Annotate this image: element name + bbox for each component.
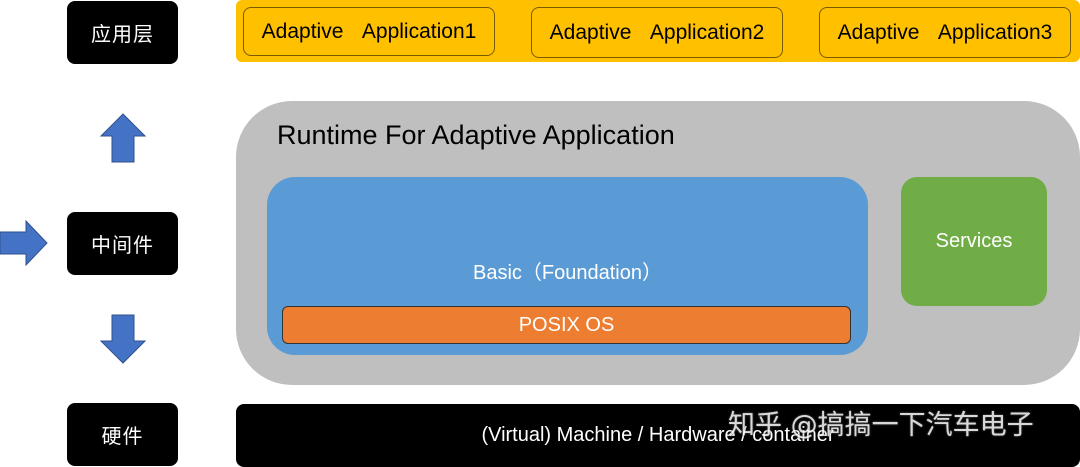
hardware-band: (Virtual) Machine / Hardware / container: [236, 404, 1080, 467]
runtime-title: Runtime For Adaptive Application: [277, 120, 675, 150]
posix-os-label: POSIX OS: [518, 313, 615, 336]
basic-foundation-label: Basic（Foundation）: [473, 262, 662, 284]
layer-label-middleware-text: 中间件: [91, 233, 154, 257]
services-block: Services: [901, 177, 1047, 306]
app-box-1: Adaptive Application1: [243, 7, 495, 56]
arrow-up-icon: [100, 113, 146, 163]
arrow-right-icon: [0, 220, 48, 266]
layer-label-hardware: 硬件: [67, 403, 178, 466]
layer-label-app-text: 应用层: [91, 22, 154, 46]
arrow-down-icon: [100, 314, 146, 364]
app-box-1-label: Adaptive Application1: [261, 19, 477, 43]
layer-label-app: 应用层: [67, 1, 178, 64]
app-box-3-label: Adaptive Application3: [837, 20, 1053, 44]
services-label: Services: [935, 230, 1013, 252]
watermark: 知乎 @搞搞一下汽车电子: [728, 410, 1034, 441]
layer-label-hardware-text: 硬件: [101, 424, 144, 448]
posix-os-block: POSIX OS: [282, 306, 851, 344]
app-box-3: Adaptive Application3: [819, 7, 1071, 58]
app-box-2-label: Adaptive Application2: [549, 20, 765, 44]
layer-label-middleware: 中间件: [67, 212, 178, 275]
app-box-2: Adaptive Application2: [531, 7, 783, 58]
hardware-band-label: (Virtual) Machine / Hardware / container: [481, 424, 835, 446]
